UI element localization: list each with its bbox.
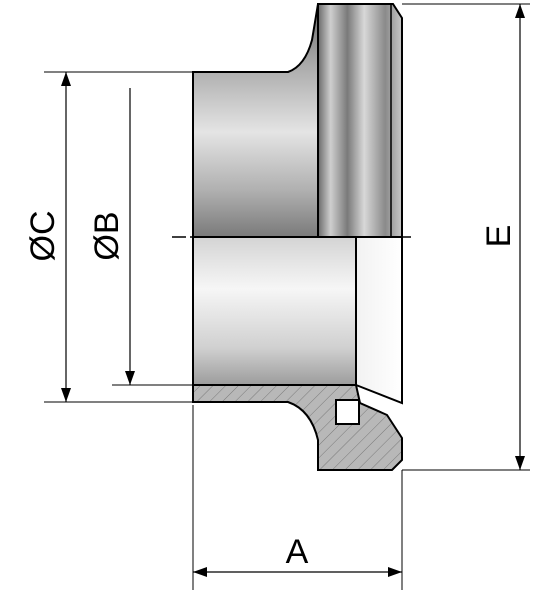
seal-groove xyxy=(335,399,360,425)
dim-c-label: ØC xyxy=(24,211,62,262)
flange-body xyxy=(317,3,403,238)
section-hatch xyxy=(192,384,403,471)
extension-lines xyxy=(44,3,530,590)
dimension-lines xyxy=(61,3,525,577)
dim-b-label: ØB xyxy=(88,211,126,260)
external-view xyxy=(192,3,403,238)
pipe-body xyxy=(192,3,319,238)
dim-e-label: E xyxy=(480,225,518,248)
dim-a-label: A xyxy=(286,533,309,571)
bore-surface xyxy=(192,236,357,386)
section-view xyxy=(192,236,403,471)
flange-inner-face xyxy=(355,236,403,405)
